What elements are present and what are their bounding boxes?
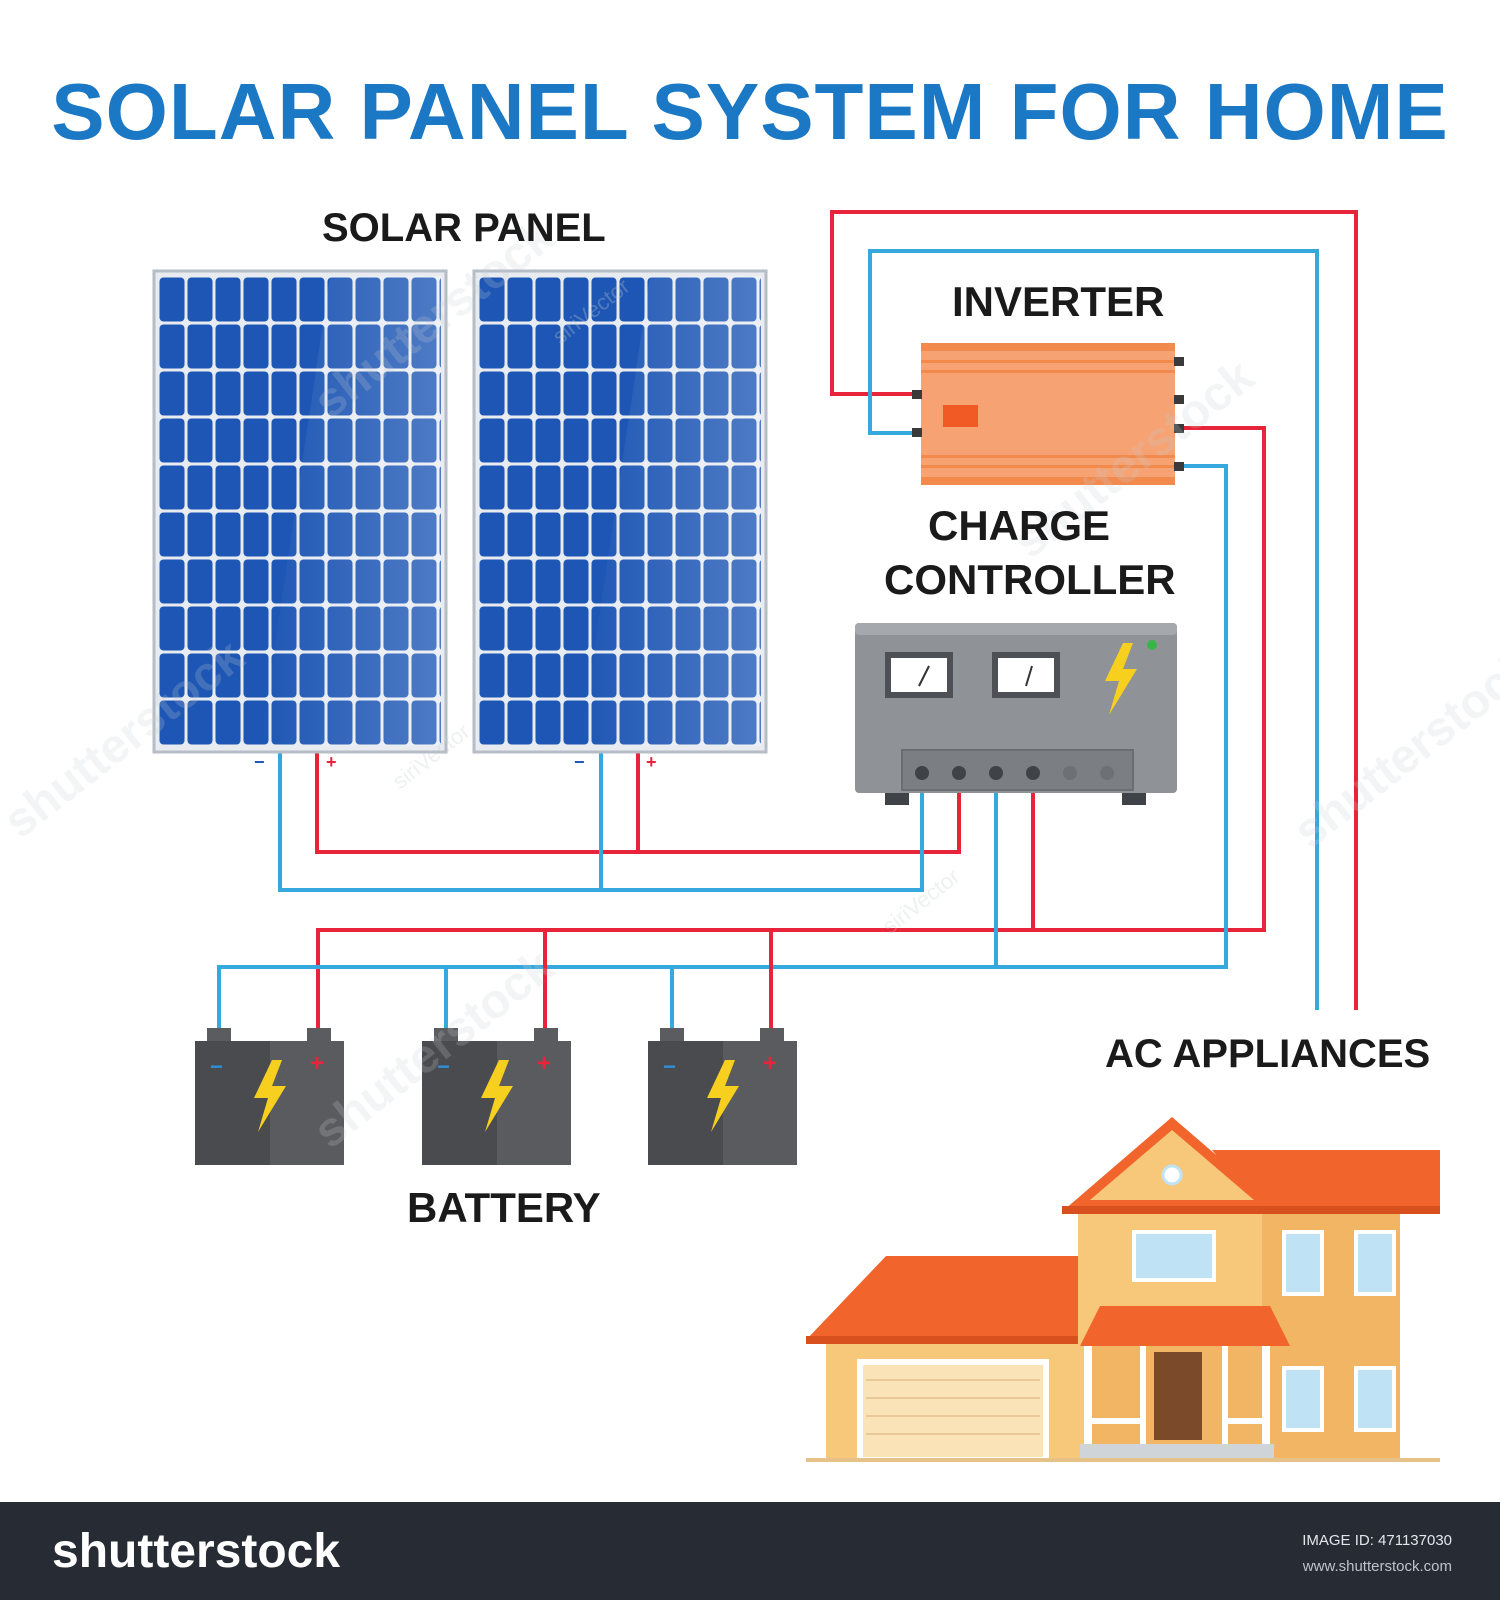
battery-3 bbox=[648, 1028, 797, 1165]
battery-label: BATTERY bbox=[407, 1184, 601, 1231]
charge-controller-label-line1: CHARGE bbox=[928, 502, 1111, 549]
panel1-negative-terminal: − bbox=[254, 752, 265, 772]
battery-1 bbox=[195, 1028, 344, 1165]
panel2-negative-terminal: − bbox=[574, 752, 585, 772]
battery3-positive-terminal: + bbox=[763, 1050, 778, 1077]
footer-url: www.shutterstock.com bbox=[1302, 1558, 1452, 1575]
battery-2 bbox=[422, 1028, 571, 1165]
ac-appliances-label: AC APPLIANCES bbox=[1105, 1032, 1431, 1076]
image-id: IMAGE ID: 471137030 bbox=[1302, 1532, 1452, 1549]
panel1-positive-terminal: + bbox=[326, 752, 337, 772]
solar-panel-1 bbox=[152, 269, 448, 754]
window bbox=[1354, 1366, 1396, 1432]
front-door bbox=[1154, 1352, 1202, 1440]
page-title: SOLAR PANEL SYSTEM FOR HOME bbox=[51, 67, 1449, 156]
solar-panel-2 bbox=[472, 269, 768, 754]
inverter-battery-positive-wire bbox=[316, 426, 1266, 1030]
window bbox=[1354, 1230, 1396, 1296]
battery2-positive-terminal: + bbox=[537, 1050, 552, 1077]
footer-bar: shutterstock IMAGE ID: 471137030 www.shu… bbox=[0, 1502, 1500, 1600]
battery2-negative-terminal: − bbox=[437, 1054, 450, 1079]
charge-controller bbox=[855, 623, 1177, 805]
wiring bbox=[217, 210, 1358, 1030]
panel2-positive-terminal: + bbox=[646, 752, 657, 772]
inverter-ac-positive-wire bbox=[830, 210, 1358, 1010]
inverter-label: INVERTER bbox=[952, 278, 1165, 325]
garage-door bbox=[857, 1359, 1049, 1463]
charge-controller-label-line2: CONTROLLER bbox=[884, 556, 1176, 603]
house bbox=[806, 1117, 1440, 1463]
shutterstock-logo: shutterstock bbox=[52, 1525, 341, 1578]
battery1-negative-terminal: − bbox=[210, 1054, 223, 1079]
status-led bbox=[1147, 640, 1157, 650]
window bbox=[1282, 1230, 1324, 1296]
inverter bbox=[912, 343, 1184, 485]
battery3-negative-terminal: − bbox=[663, 1054, 676, 1079]
attic-window bbox=[1161, 1164, 1183, 1186]
inverter-display bbox=[943, 405, 978, 427]
window bbox=[1282, 1366, 1324, 1432]
inverter-ac-negative-wire bbox=[868, 249, 1319, 1010]
solar-panel-label: SOLAR PANEL bbox=[322, 206, 606, 250]
window bbox=[1132, 1230, 1216, 1282]
battery1-positive-terminal: + bbox=[310, 1050, 325, 1077]
inverter-battery-negative-wire bbox=[217, 464, 1228, 1030]
